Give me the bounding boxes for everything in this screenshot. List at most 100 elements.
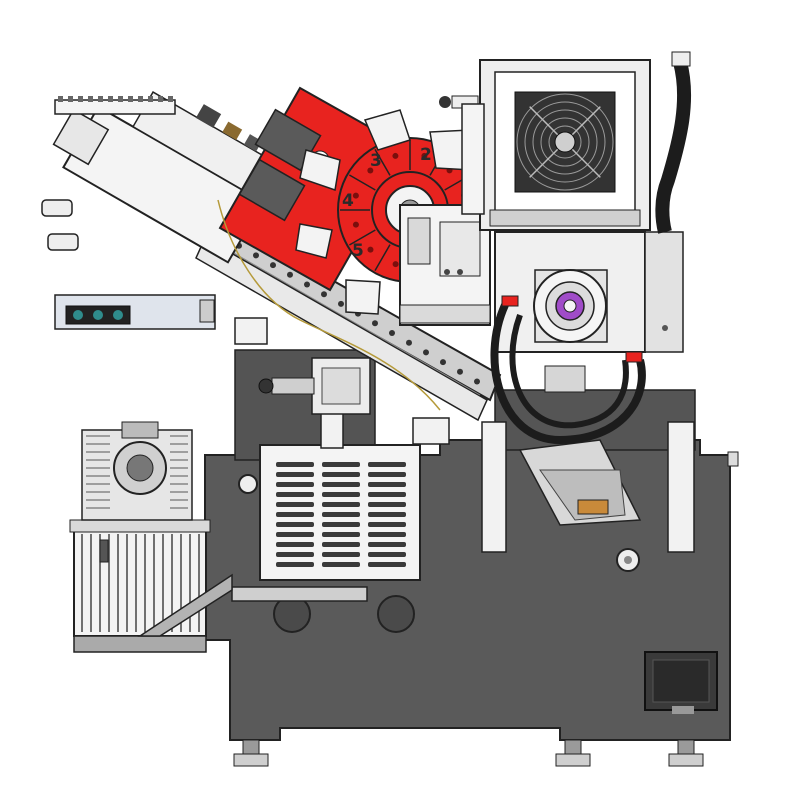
vent-slot: [368, 462, 406, 467]
servo-motor-mid: [258, 357, 371, 415]
way-cover-bolt: [423, 349, 429, 356]
spindle-motor-fan-housing: [479, 59, 651, 231]
leveling-foot-left: [233, 739, 269, 767]
turret-number-2: 2: [420, 145, 432, 165]
vent-slot: [276, 562, 314, 567]
turret-number-4: 4: [342, 191, 354, 211]
vent-slot: [322, 482, 360, 487]
turret-station-bolt: [392, 261, 399, 268]
vent-slot: [276, 472, 314, 477]
hose-fittings: [501, 51, 691, 363]
leveling-foot-right: [668, 739, 704, 767]
way-cover-bolt: [406, 339, 412, 346]
rack-tooth: [148, 96, 153, 102]
hydraulic-power-unit: [69, 421, 233, 653]
vent-slot: [276, 502, 314, 507]
fan-ring: [524, 101, 606, 183]
way-cover-bolt: [389, 330, 395, 336]
column-bracket-left: [481, 421, 507, 553]
cable-rack: [54, 96, 176, 115]
turret-station-bolt: [392, 152, 399, 159]
vent-slot: [322, 492, 360, 497]
vent-slot: [276, 522, 314, 527]
fan-ring: [532, 109, 598, 175]
vent-slot: [368, 562, 406, 567]
turret-top-fittings: [439, 95, 485, 215]
turret-drive-housing: [399, 204, 491, 326]
rack-tooth: [58, 96, 63, 102]
vent-slot: [368, 502, 406, 507]
turret-number-3: 3: [370, 151, 382, 171]
vent-slot: [276, 552, 314, 557]
rack-tooth: [108, 96, 113, 102]
leveling-foot-mid: [555, 739, 591, 767]
rack-tooth: [138, 96, 143, 102]
vent-slot: [368, 492, 406, 497]
turret-number-5: 5: [352, 241, 364, 261]
way-cover-bolt: [321, 291, 327, 298]
front-vented-cover: [231, 444, 421, 602]
vent-slot: [322, 552, 360, 557]
rack-tooth: [78, 96, 83, 102]
rack-tooth: [68, 96, 73, 102]
way-cover-bolt: [338, 300, 344, 307]
vent-slot: [276, 482, 314, 487]
side-control-panel: [54, 294, 216, 330]
rack-tooth: [98, 96, 103, 102]
vent-slot: [368, 482, 406, 487]
way-cover-bolt: [304, 281, 310, 288]
way-cover-bolt: [270, 262, 276, 269]
rack-tooth: [118, 96, 123, 102]
vent-slot: [322, 522, 360, 527]
way-cover-bolt: [440, 359, 446, 366]
vent-slot: [368, 532, 406, 537]
vent-slot: [322, 542, 360, 547]
rack-tooth: [128, 96, 133, 102]
vent-slot: [322, 472, 360, 477]
turret-station-bolt: [352, 221, 359, 228]
way-cover-bolt: [474, 378, 480, 385]
vent-slot: [322, 532, 360, 537]
fan-ring: [516, 93, 614, 191]
lower-junction-box: [644, 651, 718, 714]
fan-ring: [540, 117, 590, 167]
vent-slot: [276, 542, 314, 547]
way-cover-bolt: [457, 368, 463, 375]
vent-slot: [276, 512, 314, 517]
vent-slot: [322, 562, 360, 567]
tailstock-quill-fittings: [41, 199, 79, 251]
vent-slot: [368, 512, 406, 517]
way-cover-bolt: [253, 252, 259, 259]
rack-tooth: [88, 96, 93, 102]
turret-station-divider: [349, 229, 376, 246]
rack-tooth: [168, 96, 173, 102]
turret-station-bolt: [421, 152, 428, 159]
way-cover-bolt: [287, 271, 293, 278]
chip-chute: [518, 439, 642, 526]
vent-slot: [276, 462, 314, 467]
vent-slot: [368, 472, 406, 477]
vent-slot: [276, 532, 314, 537]
way-cover-bolt: [372, 320, 378, 327]
rack-tooth: [158, 96, 163, 102]
vent-slot: [322, 462, 360, 467]
turret-station-bolt: [352, 192, 359, 199]
fan-grille: [516, 93, 614, 191]
linear-guide-blocks: [234, 317, 450, 449]
turret-station-divider: [349, 174, 376, 191]
vent-slot: [368, 542, 406, 547]
vent-slot: [368, 522, 406, 527]
vent-slot: [368, 552, 406, 557]
headstock: [494, 231, 684, 393]
hydraulic-hoses: [217, 60, 692, 445]
vent-slot: [322, 502, 360, 507]
turret-station-divider: [374, 149, 391, 176]
vent-slots: [276, 462, 406, 567]
tank-ribs: [81, 534, 200, 632]
motor-fins: [86, 435, 188, 509]
turret-station-divider: [374, 244, 391, 271]
column-bracket-right: [667, 421, 695, 553]
tailstock-assembly: [52, 91, 276, 264]
